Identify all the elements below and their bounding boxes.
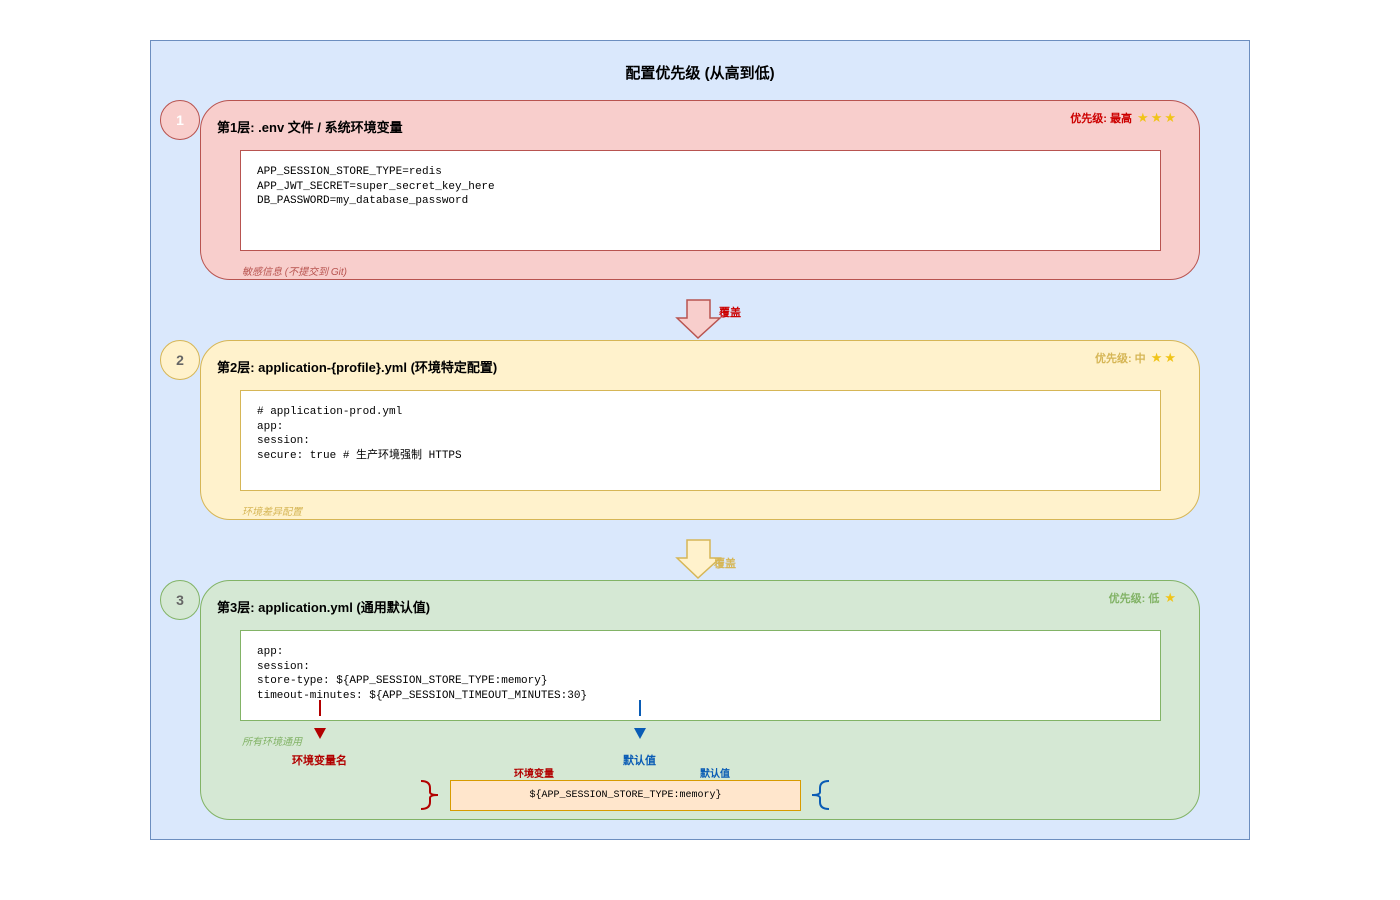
default-pointer-head xyxy=(634,728,646,739)
override-label-1: 覆盖 xyxy=(719,307,741,319)
layer-1-priority-label: 优先级: 最高 xyxy=(1070,113,1133,125)
override-arrow-1 xyxy=(675,299,722,340)
env-var-brace xyxy=(420,780,439,810)
layer-3-priority-label: 优先级: 低 xyxy=(1108,593,1160,605)
default-value-label: 默认值 xyxy=(623,755,656,767)
star-icon: ★ xyxy=(1137,110,1149,125)
layer-1-note: 敏感信息 (不提交到 Git) xyxy=(242,267,347,278)
layer-3-title: 第3层: application.yml (通用默认值) xyxy=(217,600,431,615)
layer-3-priority: 优先级: 低 ★ xyxy=(1109,590,1176,606)
layer-3-note: 所有环境通用 xyxy=(242,737,302,748)
layer-3-number-badge: 3 xyxy=(160,580,200,620)
override-arrow-2 xyxy=(675,539,722,580)
star-icon: ★ xyxy=(1164,110,1176,125)
code-line: app: xyxy=(257,646,284,658)
default-short-label: 默认值 xyxy=(700,769,730,780)
code-line: timeout-minutes: ${APP_SESSION_TIMEOUT_M… xyxy=(257,689,588,702)
layer-1-title: 第1层: .env 文件 / 系统环境变量 xyxy=(217,120,403,135)
layer-1-priority: 优先级: 最高 ★★★ xyxy=(1070,110,1176,126)
env-var-name-label: 环境变量名 xyxy=(292,755,347,767)
code-line: DB_PASSWORD=my_database_password xyxy=(257,195,469,207)
layer-3-stars: ★ xyxy=(1162,591,1176,605)
layer-2-priority: 优先级: 中 ★★ xyxy=(1095,350,1176,366)
layer-2-priority-label: 优先级: 中 xyxy=(1094,353,1146,365)
code-line: # application-prod.yml xyxy=(257,406,403,418)
layer-2-code-block: # application-prod.yml app: session: sec… xyxy=(240,390,1161,491)
layer-2-title: 第2层: application-{profile}.yml (环境特定配置) xyxy=(217,360,498,375)
layer-1-stars: ★★★ xyxy=(1135,111,1176,125)
default-brace xyxy=(811,780,830,810)
code-line: secure: true # 生产环境强制 HTTPS xyxy=(257,449,462,462)
diagram-title: 配置优先级 (从高到低) xyxy=(625,65,775,82)
code-line: APP_JWT_SECRET=super_secret_key_here xyxy=(257,180,495,193)
env-var-pointer-head xyxy=(314,728,326,739)
layer-1-number-badge: 1 xyxy=(160,100,200,140)
code-line: session: xyxy=(257,660,310,673)
layer-3-code-block: app: session: store-type: ${APP_SESSION_… xyxy=(240,630,1161,721)
star-icon: ★ xyxy=(1150,350,1163,365)
layer-2-stars: ★★ xyxy=(1149,351,1176,365)
layer-2-note: 环境差异配置 xyxy=(242,507,302,518)
code-line: app: xyxy=(257,420,284,433)
override-label-2: 覆盖 xyxy=(714,558,736,570)
env-var-short-label: 环境变量 xyxy=(514,769,554,780)
code-line: session: xyxy=(257,435,310,447)
syntax-example-box: ${APP_SESSION_STORE_TYPE:memory} xyxy=(450,780,801,811)
star-icon: ★ xyxy=(1164,350,1176,365)
layer-1-code-block: APP_SESSION_STORE_TYPE=redis APP_JWT_SEC… xyxy=(240,150,1161,251)
code-line: APP_SESSION_STORE_TYPE=redis xyxy=(257,166,442,178)
code-line: store-type: ${APP_SESSION_STORE_TYPE:mem… xyxy=(257,675,548,687)
layer-2-number-badge: 2 xyxy=(160,340,200,380)
star-icon: ★ xyxy=(1150,110,1163,125)
star-icon: ★ xyxy=(1164,590,1176,605)
